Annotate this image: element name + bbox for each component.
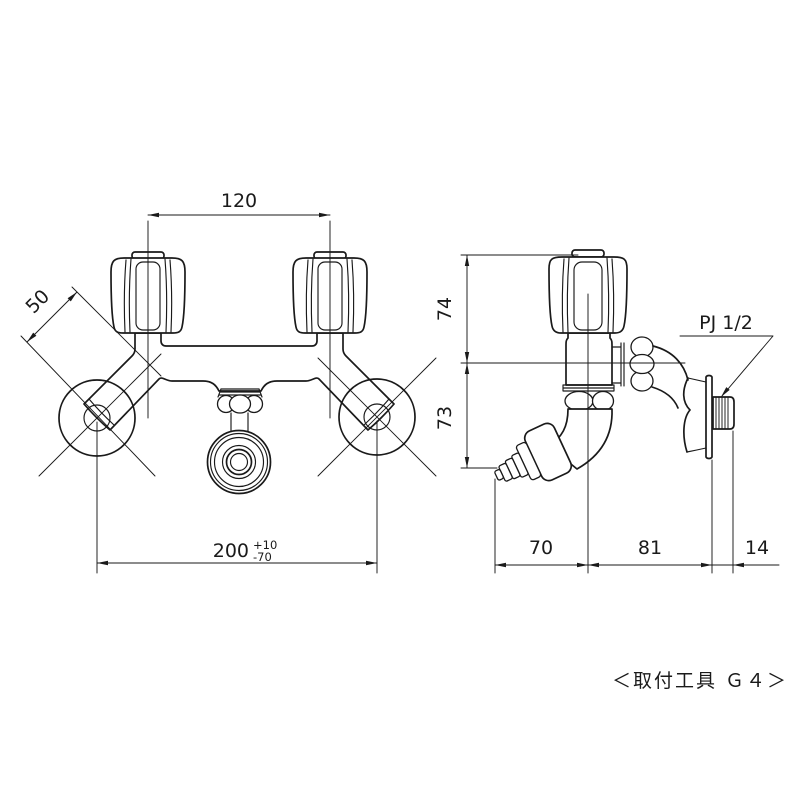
center-outlet-nut: [216, 388, 264, 432]
dim-height-upper-label: 74: [434, 297, 456, 321]
footer-note: ＜取付工具 Ｇ４＞: [612, 670, 788, 692]
side-centerlines: [460, 254, 734, 574]
dim-depth-body-label: 81: [638, 537, 662, 559]
valve-body-side: [562, 332, 655, 412]
spout-outlet-rings: [206, 429, 272, 495]
wall-connection: [651, 345, 735, 460]
hose-adapter: [494, 422, 573, 482]
dim-mount-pitch-label: 200: [213, 540, 249, 562]
faucet-body-front: [83, 332, 395, 431]
dimension-depths: 70 81 14: [494, 537, 780, 568]
dim-depth-spout-label: 70: [529, 537, 553, 559]
front-view: 120 50 200 +10 -70: [20, 190, 437, 574]
dim-thread-length-label: 14: [745, 537, 769, 559]
dim-height-lower-label: 73: [434, 406, 456, 430]
pipe-thread: [712, 396, 735, 430]
thread-spec-callout: PJ 1/2: [679, 312, 774, 397]
dim-mount-pitch-tol-upper: +10: [253, 538, 277, 552]
left-leg-cap: [88, 398, 115, 426]
front-centerlines: [20, 220, 437, 574]
dimension-mount-pitch: 200 +10 -70: [96, 538, 378, 566]
side-view: 74 73 70 81 14 PJ 1/2: [434, 249, 780, 574]
thread-spec-label: PJ 1/2: [699, 312, 753, 334]
dimension-heights: 74 73: [434, 254, 470, 469]
dim-mount-pitch-tol-lower: -70: [253, 550, 272, 564]
dim-handle-spacing-label: 120: [221, 190, 257, 212]
escutcheon-bell: [682, 377, 691, 453]
right-leg-cap: [363, 398, 390, 426]
dimension-handle-spacing: 120: [147, 190, 331, 218]
flange-plate: [705, 374, 713, 460]
